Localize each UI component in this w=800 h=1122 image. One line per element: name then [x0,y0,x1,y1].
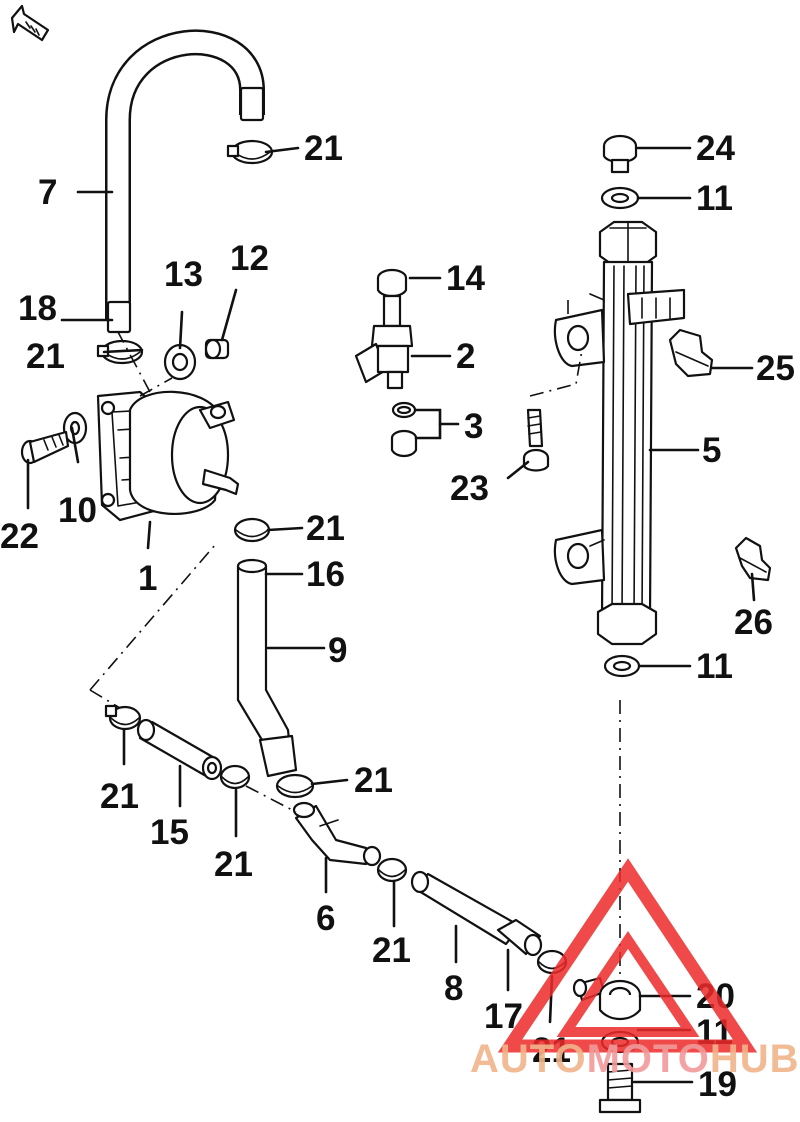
callout-12: 12 [230,239,269,278]
callout-6: 6 [316,899,335,938]
bolt-22 [20,430,70,465]
hose-clip-21-hose9 [275,773,315,799]
cushion-14 [376,268,408,298]
callout-19: 19 [698,1065,737,1104]
watermark-logo [497,858,758,1053]
callout-21: 21 [354,761,393,800]
watermark-hub: HUB [710,1037,800,1081]
callout-3: 3 [464,407,483,446]
callout-22: 22 [0,517,39,556]
clamp-25 [668,328,714,378]
forward-arrow-icon [10,4,50,42]
fuel-filter-1 [96,390,240,522]
callout-18: 18 [18,289,57,328]
elbow-joint-6 [292,801,382,867]
callout-5: 5 [702,431,721,470]
callout-21: 21 [100,777,139,816]
callout-11: 11 [696,647,733,686]
fuel-injector-2 [354,294,414,390]
cap-24 [602,134,638,174]
fuel-hose-8 [410,870,543,957]
clamp-26 [734,536,772,582]
callout-21: 21 [214,845,253,884]
watermark-moto: MOTO [587,1037,710,1081]
callout-21: 21 [304,129,343,168]
callout-21: 21 [26,337,65,376]
hose-clip-21-hose15-left [104,704,142,731]
callout-13: 13 [164,255,203,294]
grommet-13 [163,343,197,381]
callout-24: 24 [696,129,735,168]
callout-15: 15 [150,813,189,852]
callout-7: 7 [38,173,57,212]
hose-clip-21-joint [376,857,408,883]
hose-clip-21-filter [233,517,271,543]
fuel-hose-9 [236,558,298,778]
svg-text:AUTOMOTOHUB: AUTOMOTOHUB [470,1037,800,1081]
callout-11: 11 [696,179,733,218]
callout-2: 2 [456,337,475,376]
callout-8: 8 [444,969,463,1008]
callout-10: 10 [58,491,97,530]
o-ring-3 [391,401,417,419]
fuel-rail-5 [553,220,686,646]
watermark-text: AUTOMOTOHUB [470,1037,800,1081]
callout-1: 1 [138,559,157,598]
fuel-hose-7 [105,29,265,334]
union-bolt-19 [598,1062,642,1114]
callout-21: 21 [306,509,345,548]
plug-12 [204,338,230,360]
callout-labels: 7 18 21 13 12 21 10 22 1 21 16 9 21 21 1… [0,129,795,1104]
callout-9: 9 [328,631,347,670]
callout-16: 16 [306,555,345,594]
seal-3 [390,429,418,458]
washer-11-top [600,186,640,210]
fuel-hose-15 [136,718,223,781]
callout-26: 26 [734,603,773,642]
watermark-auto: AUTO [470,1037,587,1081]
washer-11-middle [603,654,641,678]
hose-clip-21-hose15-right [219,764,251,790]
callout-25: 25 [756,349,795,388]
callout-23: 23 [450,469,489,508]
assembly-lines [89,300,621,975]
callout-14: 14 [446,259,485,298]
callout-21: 21 [372,931,411,970]
